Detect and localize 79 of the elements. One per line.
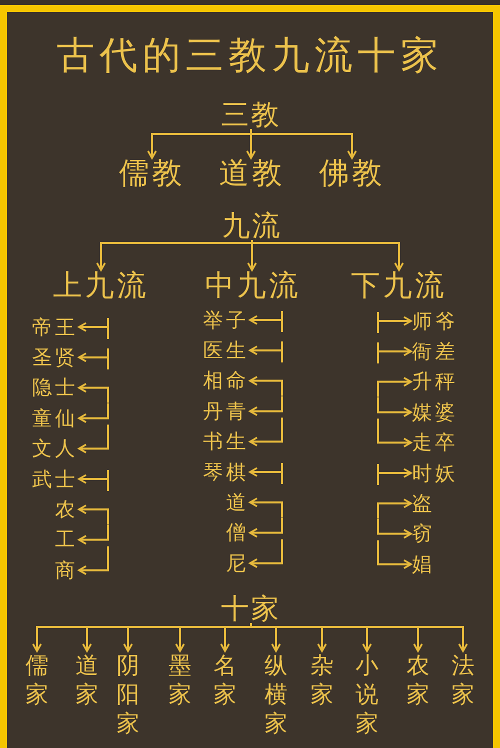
bracket-arrow [377, 463, 412, 486]
arrow [250, 129, 357, 159]
bracket-arrow [377, 376, 412, 397]
school-label: 纵横家 [264, 652, 288, 738]
branch-label: 佛教 [319, 159, 385, 189]
bracket-arrow [249, 418, 283, 446]
arrow [96, 240, 253, 271]
school-label: 阴阳家 [116, 652, 140, 738]
school-label: 名家 [214, 652, 236, 710]
bracket-arrow [377, 397, 412, 418]
bracket-arrow [377, 311, 412, 334]
bracket-arrow [377, 540, 412, 570]
school-label: 农家 [406, 652, 430, 710]
bracket-arrow [78, 524, 109, 545]
branch-label: 儒教 [119, 159, 185, 189]
bracket-arrow [249, 462, 283, 485]
item-label: 文人 [32, 437, 78, 460]
school-label: 小说家 [356, 652, 378, 738]
bracket-arrow [377, 518, 412, 539]
bracket-arrow [249, 310, 283, 333]
item-label: 娼 [412, 552, 435, 576]
item-label: 童仙 [32, 406, 78, 430]
item-label: 衙差 [412, 340, 458, 363]
group-heading: 三教 [221, 101, 281, 129]
subgroup-heading: 上九流 [53, 271, 149, 300]
bracket-arrow [377, 341, 412, 364]
item-label: 工 [55, 528, 78, 552]
item-label: 书生 [203, 430, 249, 454]
school-label: 儒家 [26, 652, 48, 710]
item-label: 农 [55, 498, 78, 521]
school-label: 墨家 [168, 652, 192, 710]
bracket-arrow [78, 317, 109, 340]
item-label: 商 [55, 558, 78, 582]
bracket-arrow [377, 418, 412, 448]
arrow [220, 623, 252, 652]
school-label: 道家 [76, 652, 98, 710]
bracket-arrow [78, 403, 109, 424]
item-label: 医生 [203, 338, 249, 362]
bracket-arrow [78, 546, 109, 576]
bracket-arrow [377, 498, 412, 518]
bracket-arrow [249, 518, 283, 538]
item-label: 尼 [226, 552, 249, 575]
item-label: 举子 [203, 308, 249, 332]
bracket-arrow [78, 382, 109, 403]
diagram-title: 古代的三教九流十家 [56, 36, 444, 74]
item-label: 相命 [203, 369, 249, 392]
bracket-arrow [249, 498, 283, 518]
group-heading: 九流 [222, 212, 282, 240]
branch-label: 道教 [219, 159, 285, 189]
subgroup-heading: 下九流 [351, 271, 447, 300]
bracket-arrow [78, 424, 109, 454]
school-label: 法家 [452, 652, 474, 710]
school-label: 杂家 [310, 652, 334, 710]
bracket-arrow [78, 469, 109, 492]
subgroup-heading: 中九流 [205, 271, 301, 300]
bracket-arrow [249, 539, 283, 568]
arrow [250, 623, 468, 652]
item-label: 琴棋 [203, 460, 249, 484]
item-label: 武士 [32, 468, 78, 490]
item-label: 媒婆 [412, 400, 458, 424]
bracket-arrow [249, 340, 283, 364]
item-label: 走卒 [412, 431, 458, 454]
item-label: 窃 [412, 522, 435, 546]
item-label: 隐士 [32, 376, 78, 400]
bracket-arrow [78, 504, 109, 524]
item-label: 丹青 [203, 400, 249, 423]
item-label: 帝王 [32, 316, 78, 338]
arrow [251, 240, 404, 271]
bracket-arrow [249, 376, 283, 396]
item-label: 僧 [226, 521, 249, 544]
item-label: 圣贤 [32, 346, 78, 369]
bracket-arrow [78, 347, 109, 370]
item-label: 师爷 [412, 310, 458, 332]
item-label: 道 [226, 490, 249, 514]
bracket-arrow [249, 396, 283, 416]
item-label: 盗 [412, 492, 435, 515]
item-label: 时妖 [412, 462, 458, 484]
item-label: 升秤 [412, 370, 458, 394]
group-heading: 十家 [221, 595, 281, 623]
